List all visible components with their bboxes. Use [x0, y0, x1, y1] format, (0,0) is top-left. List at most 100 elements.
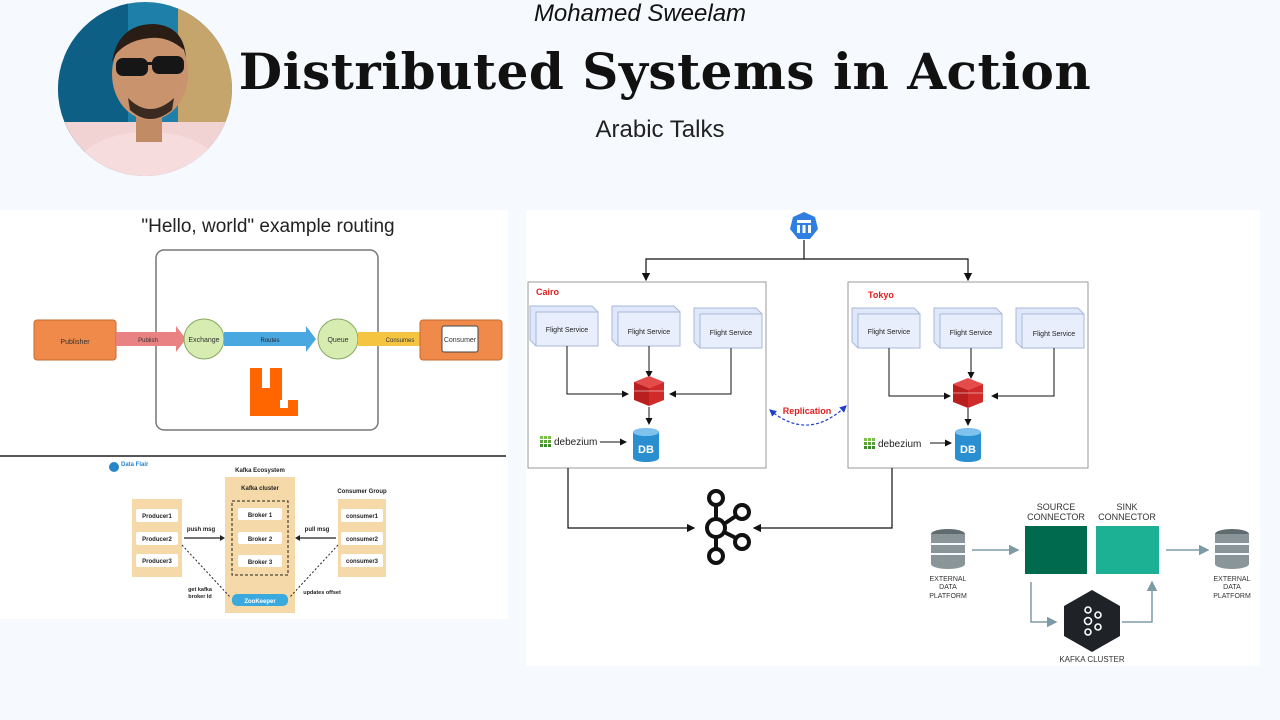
speaker-photo	[58, 2, 232, 176]
rabbitmq-logo-icon	[250, 368, 298, 416]
broker-1-label: Broker 1	[248, 513, 273, 519]
tokyo-flight-service-2-label: Flight Service	[950, 330, 993, 337]
replication-link	[769, 405, 847, 426]
cluster-to-sink-arrow	[1122, 580, 1158, 623]
external-source-label-3: PLATFORM	[929, 593, 967, 600]
consumer-1-label: consumer1	[346, 514, 379, 520]
kafka-ecosystem-panel	[225, 477, 295, 613]
cairo-flight-service-1-label: Flight Service	[546, 327, 589, 334]
consumer-3-label: consumer3	[346, 559, 379, 565]
consumer-1	[341, 509, 383, 522]
cairo-to-kafka-arrow	[567, 468, 696, 533]
tokyo-to-kafka-arrow	[752, 468, 893, 533]
routes-label: Routes	[260, 338, 279, 344]
broker-2-label: Broker 2	[248, 537, 273, 543]
cairo-flight-service-1: Flight Service	[529, 305, 599, 347]
replication-label: Replication	[783, 406, 832, 416]
external-sink-label-1: EXTERNAL	[1214, 576, 1251, 583]
publish-arrow	[116, 326, 186, 352]
tokyo-flight-service-1-label: Flight Service	[868, 329, 911, 336]
speaker-avatar	[58, 2, 232, 176]
producer-2-label: Producer2	[142, 537, 172, 543]
kafka-cluster-box	[231, 500, 289, 576]
author-name: Mohamed Sweelam	[533, 0, 747, 27]
cairo-db-label: DB	[638, 444, 654, 456]
tokyo-debezium-label: debezium	[878, 439, 921, 450]
tokyo-svc3-to-cache-arrow	[991, 348, 1055, 400]
sink-connector-box	[1096, 526, 1159, 574]
cairo-flight-service-2: Flight Service	[611, 305, 681, 347]
cairo-flight-service-3-label: Flight Service	[710, 330, 753, 337]
dataflair-label: Data Flair	[121, 462, 149, 468]
cairo-svc1-to-cache-arrow	[566, 346, 629, 398]
tokyo-redis-icon	[953, 378, 983, 408]
consumer-group-label: Consumer Group	[337, 489, 387, 495]
broker-2	[238, 532, 282, 544]
exchange-label: Exchange	[188, 337, 219, 344]
kafka-cluster-label: Kafka cluster	[241, 486, 279, 492]
sink-connector-label-1: SINK	[1116, 502, 1137, 512]
tokyo-flight-service-2: Flight Service	[933, 307, 1003, 349]
tokyo-db-label: DB	[960, 444, 976, 456]
push-arrowhead	[220, 535, 225, 541]
tokyo-debezium-icon	[864, 438, 875, 449]
producer-3-label: Producer3	[142, 559, 172, 565]
sink-connector-label-2: CONNECTOR	[1098, 512, 1156, 522]
queue-label: Queue	[327, 337, 348, 344]
cairo-flight-service-3: Flight Service	[693, 307, 763, 349]
push-msg-label: push msg	[187, 527, 216, 533]
kafka-ecosystem-label: Kafka Ecosystem	[235, 468, 285, 474]
pull-msg-label: pull msg	[305, 527, 330, 533]
consumer-3	[341, 554, 383, 567]
consumer-inner-box	[441, 325, 479, 353]
get-broker-label-1: get kafka	[188, 587, 213, 593]
zookeeper-box	[232, 594, 288, 606]
publisher-label: Publisher	[60, 339, 90, 346]
tokyo-db-icon: DB	[955, 428, 981, 462]
cairo-debezium-label: debezium	[554, 437, 597, 448]
rabbitmq-title: "Hello, world" example routing	[141, 216, 394, 237]
consumer-2-label: consumer2	[346, 537, 379, 543]
cairo-debezium-icon	[540, 436, 551, 447]
external-source-label-2: DATA	[939, 584, 957, 591]
updates-offset-label: updates offset	[303, 590, 341, 596]
rabbitmq-routing-diagram: "Hello, world" example routing Publisher…	[0, 210, 508, 456]
multi-region-architecture-diagram: Cairo Flight Service Flight Service Flig…	[526, 210, 1260, 666]
kafka-ecosystem-diagram: Data Flair Producer1 Producer2 Producer3…	[0, 457, 508, 619]
consumer-2	[341, 532, 383, 545]
external-sink-label-2: DATA	[1223, 584, 1241, 591]
connector-to-cluster-arrow	[1030, 582, 1058, 628]
source-connector-box	[1025, 526, 1087, 574]
consumer-label: Consumer	[444, 337, 477, 344]
get-broker-label-2: broker Id	[188, 594, 212, 600]
dataflair-logo-icon: Data Flair	[109, 462, 149, 472]
tokyo-flight-service-1: Flight Service	[851, 307, 921, 349]
external-source-db-icon	[931, 529, 965, 569]
cairo-svc3-to-cache-arrow	[669, 348, 732, 398]
tokyo-flight-service-3-label: Flight Service	[1033, 331, 1076, 338]
consumes-label: Consumes	[386, 338, 415, 344]
cairo-label: Cairo	[536, 287, 560, 297]
zookeeper-label: ZooKeeper	[244, 599, 276, 605]
publish-label: Publish	[138, 338, 158, 344]
producer-1	[136, 509, 178, 522]
kafka-logo-icon	[705, 489, 751, 565]
cairo-redis-icon	[634, 376, 664, 406]
tokyo-label: Tokyo	[868, 290, 894, 300]
cairo-flight-service-2-label: Flight Service	[628, 329, 671, 336]
kafka-cluster-icon	[1064, 590, 1120, 652]
tokyo-flight-service-3: Flight Service	[1015, 307, 1085, 349]
tokyo-svc1-to-cache-arrow	[888, 348, 951, 400]
producer-2	[136, 532, 178, 545]
producer-1-label: Producer1	[142, 514, 172, 520]
producer-3	[136, 554, 178, 567]
slide-subtitle: Arabic Talks	[595, 116, 725, 143]
broker-1	[238, 508, 282, 520]
broker-3	[238, 555, 282, 567]
broker-3-label: Broker 3	[248, 560, 273, 566]
external-source-label-1: EXTERNAL	[930, 576, 967, 583]
kafka-cluster-label: KAFKA CLUSTER	[1059, 655, 1125, 664]
external-sink-db-icon	[1215, 529, 1249, 569]
routes-arrow	[224, 326, 316, 352]
source-connector-label-2: CONNECTOR	[1027, 512, 1085, 522]
